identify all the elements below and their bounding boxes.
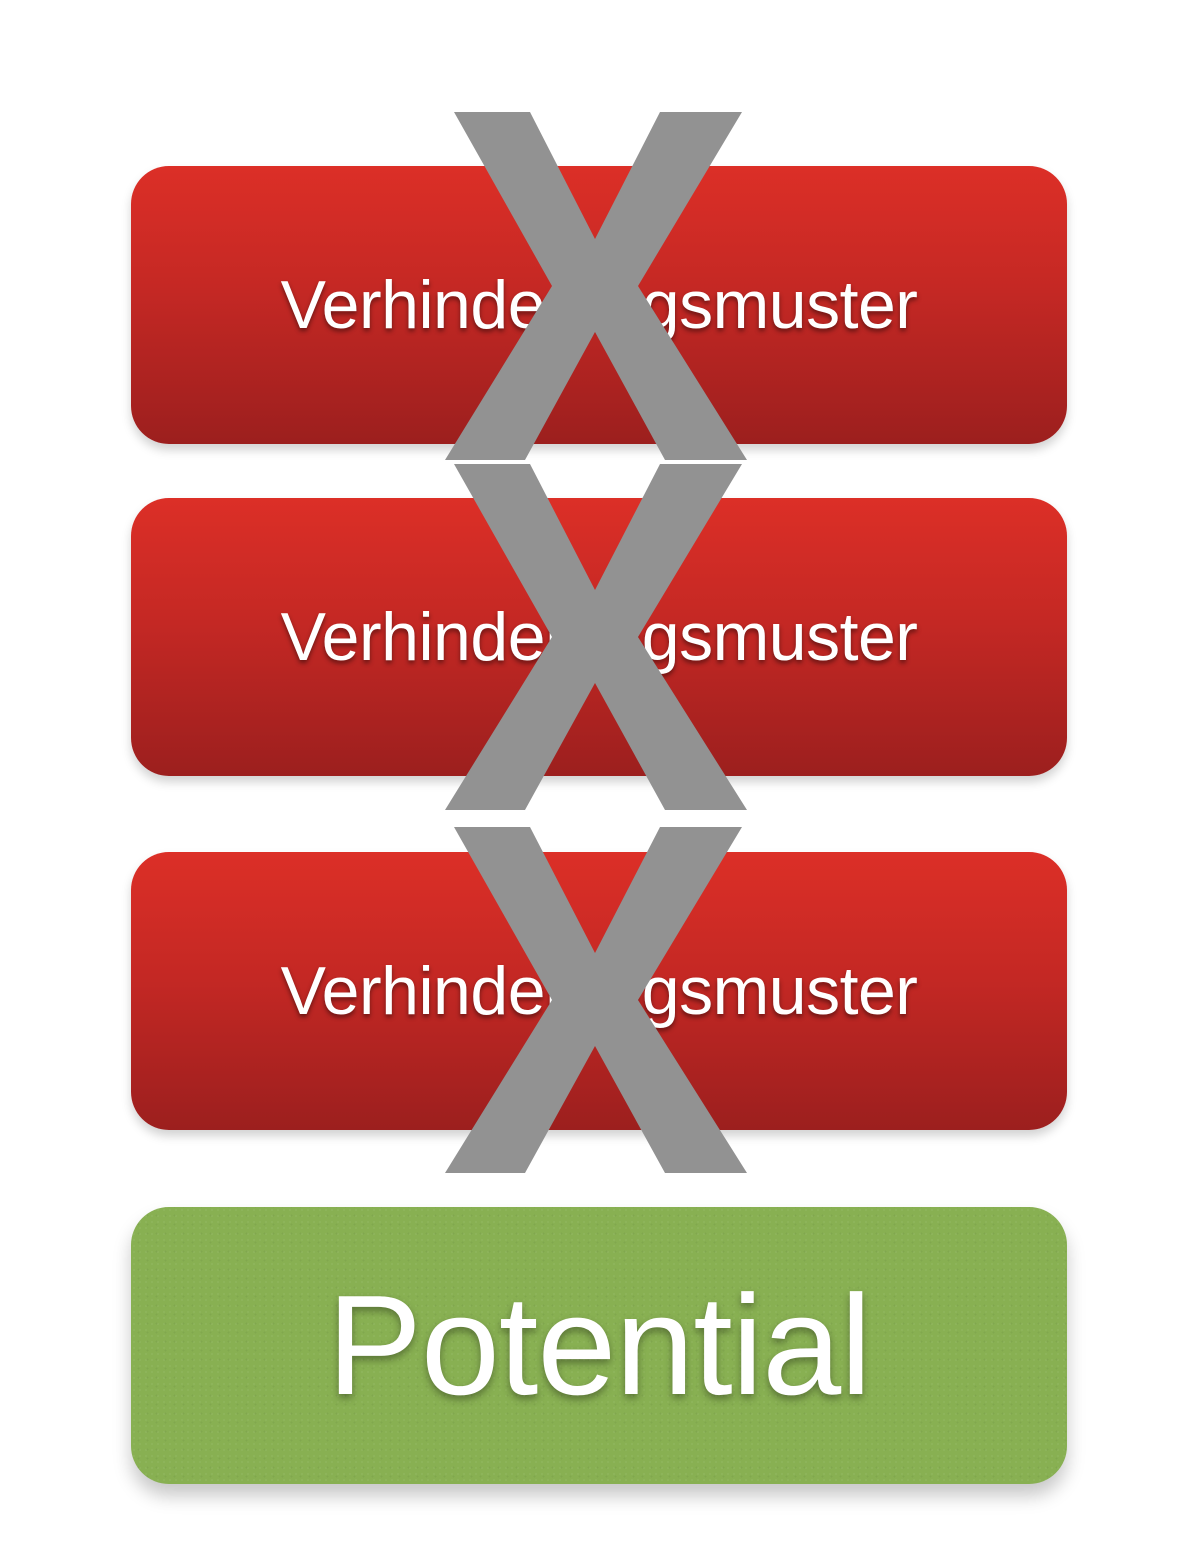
x-mark-icon bbox=[445, 464, 747, 810]
x-mark-icon bbox=[445, 112, 747, 460]
potential-block: Potential bbox=[131, 1207, 1067, 1484]
potential-label: Potential bbox=[327, 1265, 872, 1425]
x-mark-icon bbox=[445, 827, 747, 1173]
